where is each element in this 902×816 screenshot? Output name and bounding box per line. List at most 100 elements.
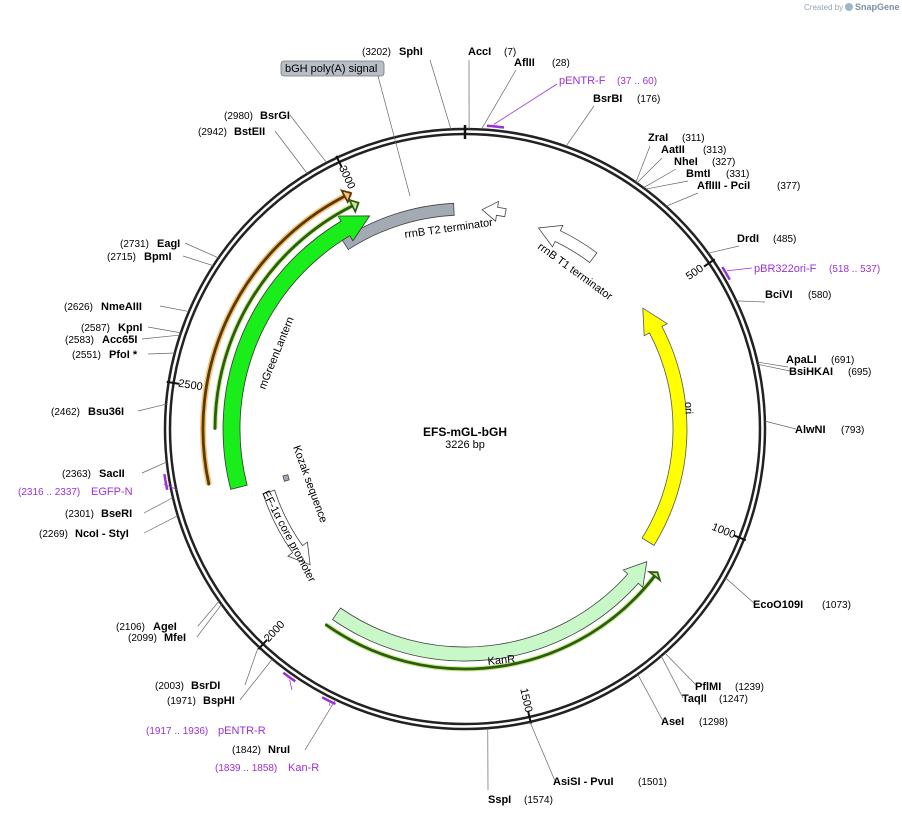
- feature-rrnb-t2-terminator[interactable]: [341, 202, 455, 251]
- primer-marker-0[interactable]: [486, 124, 505, 129]
- plasmid-size: 3226 bp: [445, 439, 485, 451]
- site-asei[interactable]: AseI: [661, 716, 684, 728]
- site-bsrbi[interactable]: BsrBI: [593, 93, 622, 105]
- site-pos-apali: (691): [831, 355, 854, 366]
- primer-range-pentr-r: (1917 .. 1936): [146, 726, 208, 737]
- leader-line-site-15: [664, 652, 698, 687]
- feature-rrnb-t1-terminator[interactable]: [537, 224, 598, 264]
- leader-line-site-8: [665, 192, 699, 207]
- site-mfei[interactable]: MfeI: [164, 632, 186, 644]
- site-pos-acc65i: (2583): [65, 335, 94, 346]
- site-agei[interactable]: AgeI: [153, 621, 177, 633]
- leader-line-site-20: [304, 699, 336, 751]
- bgh-polya-tooltip[interactable]: [280, 60, 385, 77]
- site-pos-afliii-pcii: (377): [777, 181, 800, 192]
- site-pos-kpni: (2587): [81, 323, 110, 334]
- feature-mgreenlantern[interactable]: [222, 215, 371, 490]
- feature-outer-orf[interactable]: [201, 189, 353, 486]
- leader-line-site-14: [725, 577, 756, 605]
- site-sphi[interactable]: SphI: [399, 46, 423, 58]
- site-nhei[interactable]: NheI: [674, 156, 698, 168]
- tick-mark-500: [703, 258, 716, 268]
- primer-marker-4[interactable]: [163, 473, 169, 491]
- feature-small-arrow[interactable]: [481, 200, 507, 222]
- primer-leader-4: [163, 483, 179, 491]
- primer-marker-2[interactable]: [282, 671, 297, 683]
- primer-marker-1[interactable]: [721, 266, 731, 281]
- credit-brand[interactable]: SnapGene: [855, 2, 900, 12]
- site-pflmi[interactable]: PflMI: [695, 681, 721, 693]
- primer-kan-r[interactable]: Kan-R: [288, 762, 319, 774]
- site-bsu36i[interactable]: Bsu36I: [88, 406, 124, 418]
- site-afliii-pcii[interactable]: AflIII - PciI: [697, 180, 750, 192]
- site-pos-sphi: (3202): [362, 47, 391, 58]
- leader-line-site-3: [565, 105, 595, 147]
- site-pos-drdi: (485): [773, 234, 796, 245]
- site-taqii[interactable]: TaqII: [682, 693, 707, 705]
- site-acc65i[interactable]: Acc65I: [102, 334, 137, 346]
- site-eagi[interactable]: EagI: [157, 238, 180, 250]
- leader-line-site-0: [429, 59, 452, 130]
- credit-prefix: Created by: [804, 3, 843, 12]
- site-bmti[interactable]: BmtI: [686, 168, 710, 180]
- leader-line-site-7: [645, 180, 689, 190]
- site-labels: (3202) SphI AccI (7) AflII (28) pENTR-F …: [18, 46, 880, 806]
- feature-ef1a-core-promoter[interactable]: [262, 489, 311, 566]
- site-pos-aatii: (313): [703, 145, 726, 156]
- feature-kanr[interactable]: [331, 560, 648, 662]
- site-pos-acci: (7): [504, 47, 516, 58]
- primer-pentr-f[interactable]: pENTR-F: [559, 75, 606, 87]
- leader-line-site-10: [736, 300, 766, 303]
- site-pos-nhei: (327): [712, 157, 735, 168]
- site-pos-asisi-pvui: (1501): [638, 777, 667, 788]
- site-sacii[interactable]: SacII: [99, 468, 125, 480]
- primer-leader-1: [726, 267, 753, 272]
- site-bcivi[interactable]: BciVI: [765, 289, 793, 301]
- site-pfoi[interactable]: PfoI *: [109, 349, 138, 361]
- site-asisi-pvui[interactable]: AsiSI - PvuI: [553, 776, 614, 788]
- primer-pbr322ori-f[interactable]: pBR322ori-F: [754, 263, 817, 275]
- site-acci[interactable]: AccI: [468, 46, 491, 58]
- site-bsteii[interactable]: BstEII: [234, 126, 265, 138]
- site-zrai[interactable]: ZraI: [648, 132, 668, 144]
- site-aatii[interactable]: AatII: [661, 144, 685, 156]
- tick-mark-2500: [166, 380, 180, 385]
- tick-marks: [166, 125, 747, 724]
- leader-line-site-13: [764, 420, 797, 430]
- site-pos-sacii: (2363): [62, 469, 91, 480]
- leader-line-site-36: [289, 114, 327, 163]
- site-bseri[interactable]: BseRI: [101, 508, 132, 520]
- site-alwni[interactable]: AlwNI: [795, 424, 826, 436]
- site-bpmi[interactable]: BpmI: [144, 251, 172, 263]
- site-bsrdi[interactable]: BsrDI: [191, 680, 220, 692]
- primer-egfp-n[interactable]: EGFP-N: [91, 486, 133, 498]
- site-bsphi[interactable]: BspHI: [203, 695, 235, 707]
- site-pos-mfei: (2099): [128, 633, 157, 644]
- site-pos-nmeaiii: (2626): [64, 302, 93, 313]
- leader-line-site-4: [635, 145, 651, 183]
- site-bsrgi[interactable]: BsrGI: [260, 110, 290, 122]
- feature-kanr-orf[interactable]: [324, 570, 662, 671]
- site-bsihkai[interactable]: BsiHKAI: [789, 366, 833, 378]
- site-apali[interactable]: ApaLI: [786, 354, 817, 366]
- site-sspi[interactable]: SspI: [488, 794, 511, 806]
- feature-kozak-sequence[interactable]: [282, 474, 290, 482]
- site-ecoo109i[interactable]: EcoO109I: [753, 599, 803, 611]
- leader-line-site-21: [239, 658, 273, 701]
- site-drdi[interactable]: DrdI: [737, 233, 759, 245]
- site-pos-pfoi: (2551): [72, 350, 101, 361]
- leader-line-site-22: [244, 646, 259, 686]
- primer-marker-3[interactable]: [321, 696, 337, 706]
- site-ncoi-styi[interactable]: NcoI - StyI: [75, 528, 129, 540]
- primer-pentr-r[interactable]: pENTR-R: [218, 725, 266, 737]
- site-nmeaiii[interactable]: NmeAIII: [101, 301, 142, 313]
- snapgene-logo-icon: [845, 3, 853, 11]
- site-aflii[interactable]: AflII: [514, 57, 535, 69]
- leader-line-site-34: [184, 242, 219, 259]
- site-kpni[interactable]: KpnI: [118, 322, 142, 334]
- tick-mark-1500: [527, 710, 532, 724]
- feature-ori[interactable]: [641, 307, 688, 546]
- feature-mgl-orf[interactable]: [213, 198, 360, 430]
- site-nrui[interactable]: NruI: [268, 744, 290, 756]
- tick-label-1500: 1500: [517, 687, 534, 714]
